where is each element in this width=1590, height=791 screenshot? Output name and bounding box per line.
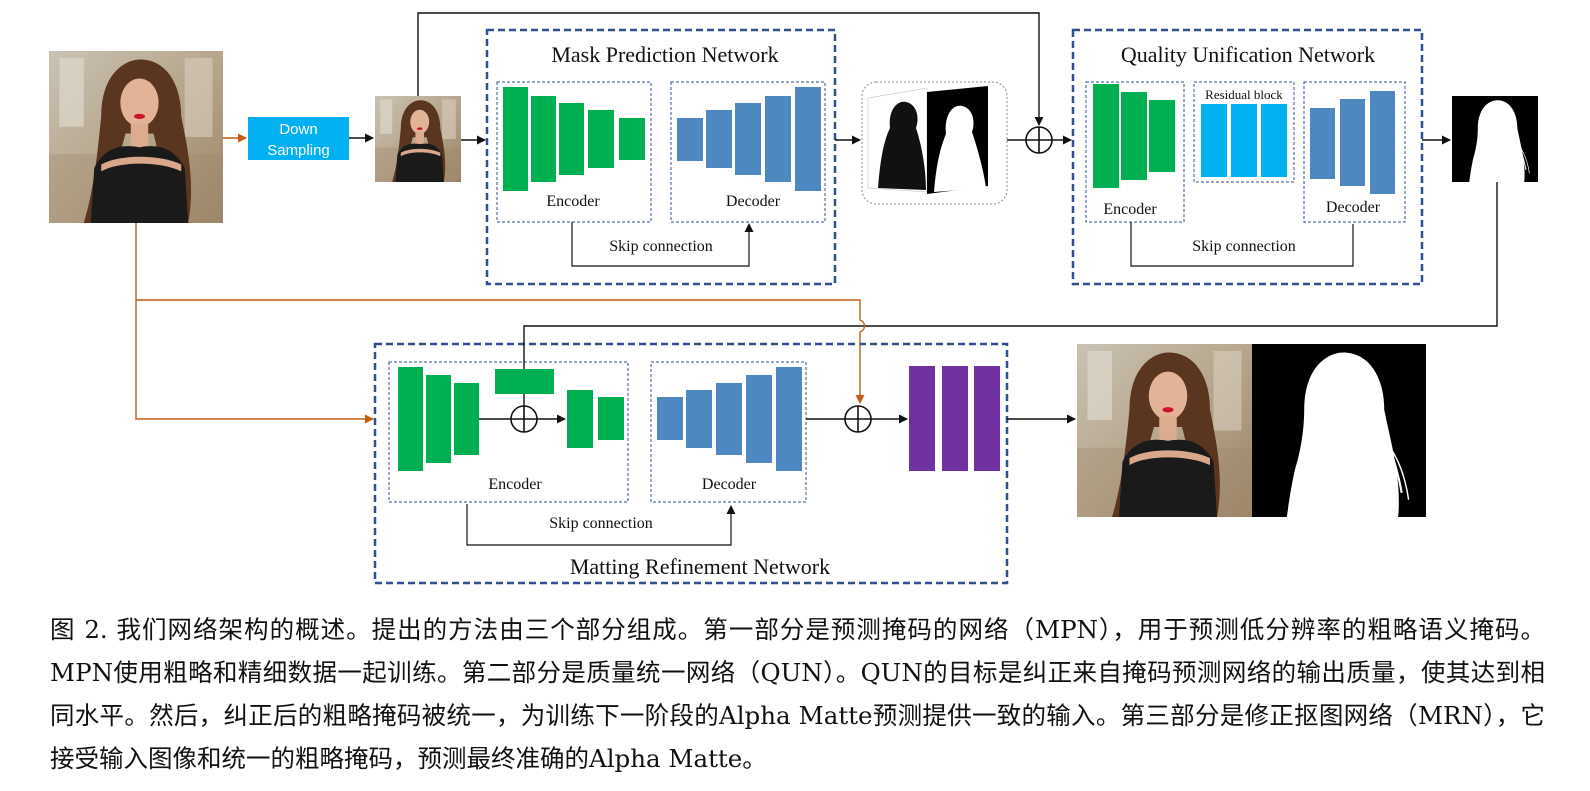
- refine-layer-1: [909, 366, 935, 471]
- downsampling-label-line1: Down: [279, 121, 317, 138]
- qun-encoder-layer-2: [1121, 92, 1147, 180]
- qun-residual-label: Residual block: [1205, 87, 1283, 102]
- qun-residual-layer-3: [1261, 104, 1287, 177]
- qun-skip-label: Skip connection: [1192, 238, 1296, 255]
- network-architecture-diagram: Down Sampling Mask Prediction Network En…: [49, 12, 1538, 585]
- qun-decoder-layer-1: [1310, 108, 1335, 179]
- mrn-encoder-layer-2: [426, 375, 451, 463]
- add-node-refine: [844, 405, 872, 433]
- matting-refinement-network: Matting Refinement Network Encoder Decod…: [373, 342, 1009, 585]
- figure-caption: 图 2. 我们网络架构的概述。提出的方法由三个部分组成。第一部分是预测掩码的网络…: [50, 615, 1545, 773]
- output-alpha-matte: [1252, 344, 1426, 517]
- mrn-encoder-layer-5: [598, 397, 624, 440]
- mpn-title: Mask Prediction Network: [551, 42, 778, 67]
- mrn-skip-label: Skip connection: [549, 515, 653, 532]
- mpn-encoder-layer-5: [619, 118, 645, 160]
- quality-unification-network: Quality Unification Network Residual blo…: [1071, 28, 1424, 286]
- mask-prediction-network: Mask Prediction Network Encoder Decoder …: [485, 28, 837, 286]
- mrn-encoder-layer-4: [567, 390, 593, 448]
- refine-layer-2: [942, 366, 968, 471]
- downsampling-label-line2: Sampling: [267, 142, 330, 159]
- qun-decoder-label: Decoder: [1326, 199, 1381, 216]
- unified-mask: [1452, 96, 1538, 182]
- qun-decoder-layer-2: [1340, 99, 1365, 186]
- mrn-encoder-layer-3: [454, 383, 479, 455]
- mpn-encoder-layer-1: [503, 87, 528, 191]
- mpn-skip-label: Skip connection: [609, 238, 713, 255]
- mpn-decoder-label: Decoder: [726, 193, 781, 210]
- mpn-encoder-label: Encoder: [546, 193, 600, 210]
- add-node-qun: [1025, 126, 1053, 154]
- mrn-encoder-layer-1: [398, 367, 423, 471]
- downsampling-box: Down Sampling: [248, 117, 349, 160]
- input-image: [49, 51, 223, 223]
- mpn-encoder-layer-4: [588, 110, 614, 168]
- mrn-decoder-layer-1: [657, 397, 683, 440]
- mrn-decoder-label: Decoder: [702, 476, 757, 493]
- mpn-decoder-layer-4: [765, 96, 791, 182]
- mpn-decoder-layer-5: [795, 87, 821, 191]
- mpn-encoder-layer-2: [531, 96, 556, 182]
- mrn-decoder-layer-5: [776, 367, 802, 471]
- mpn-encoder-layer-3: [559, 103, 584, 175]
- qun-encoder-label: Encoder: [1103, 201, 1157, 218]
- coarse-masks: [861, 81, 1008, 205]
- mrn-decoder-layer-4: [746, 375, 772, 463]
- add-node-mrn-encoder: [510, 405, 538, 433]
- mpn-decoder-layer-1: [677, 118, 703, 161]
- qun-residual-layer-1: [1201, 104, 1227, 177]
- mrn-decoder-layer-2: [686, 390, 712, 448]
- mrn-title: Matting Refinement Network: [570, 554, 830, 579]
- mpn-decoder-layer-2: [706, 110, 732, 168]
- qun-encoder-layer-3: [1149, 100, 1175, 172]
- qun-title: Quality Unification Network: [1121, 42, 1375, 67]
- qun-encoder-layer-1: [1093, 84, 1119, 188]
- qun-residual-layer-2: [1231, 104, 1257, 177]
- connections: [135, 12, 1498, 424]
- mpn-decoder-layer-3: [735, 103, 761, 175]
- output-image: [1077, 344, 1252, 517]
- mrn-decoder-layer-3: [716, 383, 742, 455]
- qun-decoder-layer-3: [1370, 91, 1395, 194]
- downsampled-image: [375, 96, 461, 182]
- mrn-encoder-label: Encoder: [488, 476, 542, 493]
- refine-layer-3: [974, 366, 1000, 471]
- mrn-mask-feature: [495, 369, 554, 394]
